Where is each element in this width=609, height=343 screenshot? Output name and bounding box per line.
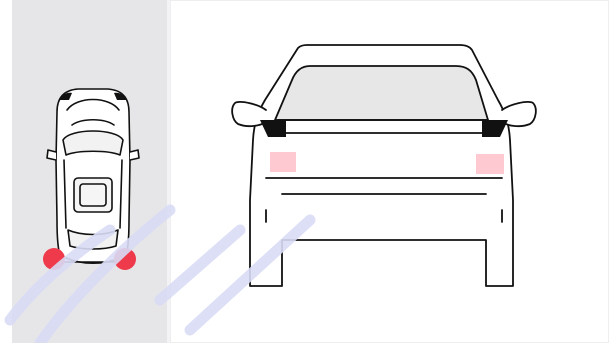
rear-right-sensor [114, 248, 136, 270]
rear-right-tail-light [476, 154, 504, 174]
car-rear-window [275, 66, 488, 120]
car-rear-left-mirror [232, 102, 266, 126]
car-top-left-mirror [47, 150, 56, 160]
car-rear-view-icon [170, 0, 609, 343]
car-top-windshield [63, 131, 123, 155]
rear-left-sensor [43, 248, 65, 270]
car-top-view-icon [12, 0, 167, 343]
rear-left-tail-light [270, 152, 296, 172]
car-rear-right-mirror [502, 102, 536, 126]
car-top-right-mirror [130, 150, 139, 160]
